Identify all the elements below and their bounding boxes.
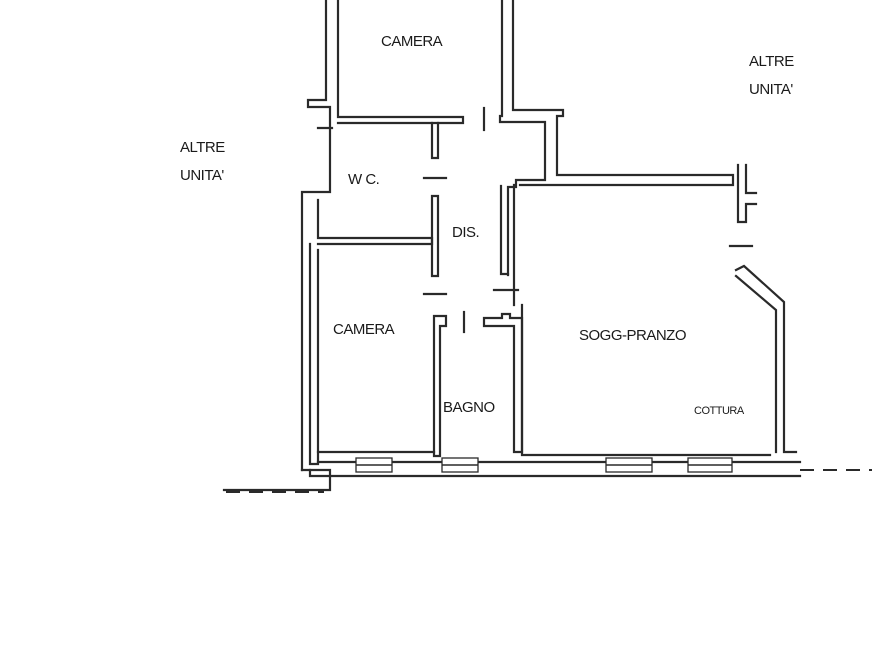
label-wc: W C. xyxy=(348,171,379,188)
label-camera-left: CAMERA xyxy=(333,321,395,338)
windows xyxy=(355,457,733,473)
label-bagno: BAGNO xyxy=(443,399,495,416)
label-camera-top: CAMERA xyxy=(381,33,443,50)
label-sogg-pranzo: SOGG-PRANZO xyxy=(579,327,686,344)
door-marks xyxy=(422,106,754,334)
label-altre-unita-left-2: UNITA' xyxy=(180,167,224,184)
label-altre-unita-right-2: UNITA' xyxy=(749,81,793,98)
walls xyxy=(222,0,802,492)
label-dis: DIS. xyxy=(452,224,479,241)
label-altre-unita-right-1: ALTRE xyxy=(749,53,794,70)
label-altre-unita-left-1: ALTRE xyxy=(180,139,225,156)
label-cottura: COTTURA xyxy=(694,405,745,417)
